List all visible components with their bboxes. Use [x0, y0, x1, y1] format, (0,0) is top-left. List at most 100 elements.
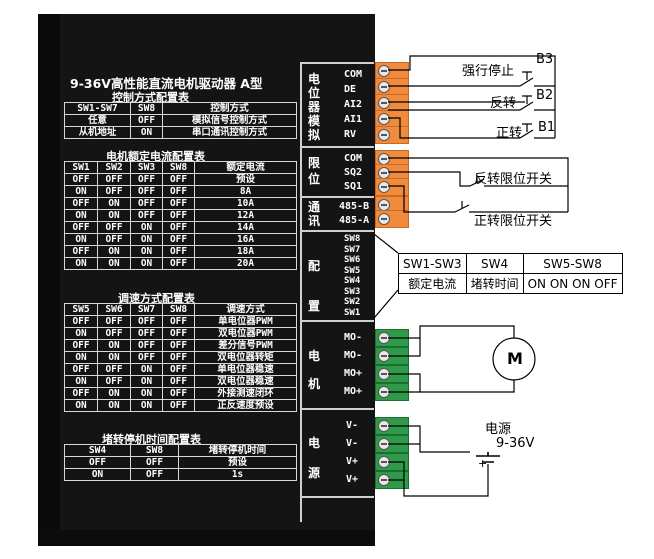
- terminal-label: V-: [346, 438, 359, 449]
- terminal-label: COM: [344, 153, 363, 164]
- battery-icon: [476, 452, 500, 463]
- dip-label: SW8: [344, 234, 361, 244]
- limit-switch-reverse-icon: [469, 175, 485, 187]
- table-header-row: SW1-SW3 SW4 SW5-SW8: [398, 253, 623, 274]
- terminal-label: AI2: [344, 99, 363, 110]
- table-cell: 1s: [178, 468, 297, 481]
- wire-b1: [388, 117, 555, 139]
- screw-icon: [378, 97, 390, 109]
- dip-label: SW2: [344, 297, 361, 307]
- table-cell: 20A: [194, 257, 297, 270]
- table-cell: OFF: [162, 399, 195, 412]
- terminal-label: V+: [346, 456, 359, 467]
- terminal-label: MO+: [344, 386, 363, 397]
- screw-icon: [378, 113, 390, 125]
- motor-icon: [492, 337, 536, 381]
- group-separator: [300, 496, 374, 498]
- table-cell: SW5-SW8: [522, 253, 623, 274]
- wire-power-plus: [388, 461, 489, 497]
- dip-switch-labels: SW8 SW7 SW6 SW5 SW4 SW3 SW2 SW1: [344, 234, 360, 318]
- group-separator: [300, 230, 374, 232]
- table-cell: ON: [97, 257, 131, 270]
- terminal-label: MO+: [344, 368, 363, 379]
- screw-terminal: [375, 210, 409, 228]
- battery-plus-sign: +: [478, 457, 488, 470]
- terminal-label: 485-B: [339, 201, 370, 212]
- group-separator: [300, 146, 374, 148]
- stall-time-table: SW4 SW8 堵转停机时间 OFF OFF 预设 ON OFF 1s: [64, 444, 297, 481]
- button-label-stop: 强行停止: [462, 64, 515, 79]
- terminal-label: 485-A: [339, 215, 370, 226]
- group-separator: [300, 408, 374, 410]
- group-separator: [300, 196, 374, 198]
- terminal-label: SQ1: [344, 181, 363, 192]
- terminal-label: SQ2: [344, 167, 363, 178]
- driver-bottom-edge: [38, 530, 375, 546]
- screw-icon: [378, 181, 390, 193]
- screw-terminal: [375, 150, 409, 168]
- button-b2-icon: [519, 95, 534, 111]
- limit-switch-forward-icon: [454, 201, 470, 213]
- screw-icon: [378, 81, 390, 93]
- screw-icon: [378, 129, 390, 141]
- screw-terminal: [375, 94, 409, 112]
- wire-sq2: [388, 171, 568, 187]
- driver-side-strip: [38, 14, 60, 546]
- terminal-label: COM: [344, 69, 363, 80]
- screw-terminal: [375, 178, 409, 196]
- group-label-power: 电源: [307, 436, 320, 480]
- table-row: 从机地址 ON 串口通讯控制方式: [64, 126, 297, 139]
- table-header-row: SW4 SW8 堵转停机时间: [64, 444, 297, 457]
- button-key-b1: B1: [538, 120, 556, 135]
- table-cell: 额定电流: [398, 273, 467, 294]
- dip-label: SW3: [344, 286, 361, 297]
- screw-icon: [378, 213, 390, 225]
- group-separator: [300, 62, 374, 64]
- table-cell: OFF: [162, 257, 195, 270]
- dip-label: SW4: [344, 276, 361, 286]
- wire-limit-com: [388, 157, 569, 212]
- wire-com: [388, 55, 556, 138]
- power-label: 电源: [485, 422, 512, 437]
- terminal-label: V-: [346, 420, 359, 431]
- control-mode-table: SW1-SW7 SW8 控制方式 任意 OFF 模拟信号控制方式 从机地址 ON…: [64, 102, 297, 139]
- wire-motor-plus: [388, 373, 515, 393]
- dip-label: SW7: [344, 244, 361, 255]
- terminal-label: DE: [344, 84, 357, 95]
- table-row: OFF OFF 预设: [64, 456, 297, 469]
- button-b3-icon: [519, 71, 534, 87]
- control-table-title: 控制方式配置表: [112, 91, 189, 104]
- current-table-title: 电机额定电流配置表: [106, 150, 205, 163]
- dip-label: SW6: [344, 255, 361, 265]
- group-label-motor: 电机: [307, 349, 320, 391]
- screw-icon: [378, 65, 390, 77]
- table-row: 任意 OFF 模拟信号控制方式: [64, 114, 297, 127]
- speed-table-title: 调速方式配置表: [118, 292, 195, 305]
- button-label-reverse: 反转: [490, 96, 517, 111]
- wire-power-minus: [388, 425, 470, 453]
- power-voltage: 9-36V: [496, 436, 535, 451]
- terminal-label: RV: [344, 129, 357, 140]
- config-pointer-lines: [373, 233, 399, 319]
- group-separator: [300, 320, 374, 322]
- wire-motor-minus: [388, 325, 515, 339]
- group-label-potentiometer: 电位器模拟: [307, 72, 320, 142]
- table-cell: SW1-SW3: [398, 253, 467, 274]
- table-cell: 堵转时间: [465, 273, 524, 294]
- group-label-limit: 限位: [307, 156, 320, 186]
- dip-switch-summary-table: SW1-SW3 SW4 SW5-SW8 额定电流 堵转时间 ON ON ON O…: [398, 253, 623, 294]
